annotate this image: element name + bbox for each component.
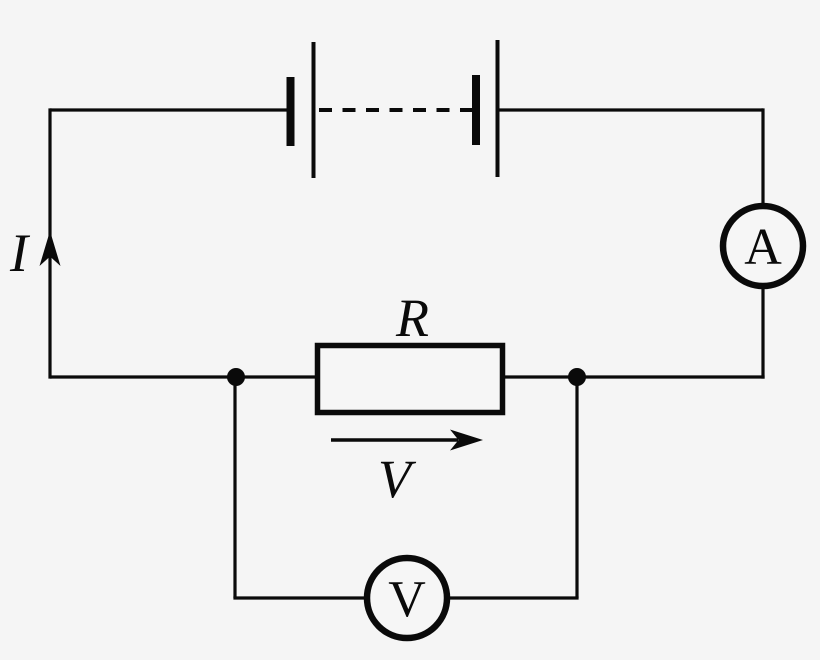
- ammeter: A: [719, 202, 807, 290]
- current-label: I: [9, 223, 31, 283]
- voltmeter-label: V: [388, 571, 426, 628]
- resistor-label: R: [395, 288, 429, 348]
- voltmeter: V: [363, 554, 451, 642]
- voltmeter-circle: [363, 554, 451, 642]
- ammeter-circle: [719, 202, 807, 290]
- junction-dot-right: [568, 368, 586, 386]
- resistor-body: [314, 342, 506, 416]
- voltage-arrowhead-right-icon: [450, 429, 483, 451]
- junction-dot-left: [227, 368, 245, 386]
- resistor: R: [314, 288, 506, 416]
- voltage-label: V: [378, 449, 417, 509]
- voltage-indicator: V: [331, 429, 483, 509]
- ammeter-label: A: [744, 219, 782, 276]
- battery: [286, 40, 500, 178]
- current-indicator: I: [9, 223, 61, 283]
- current-arrowhead-up-icon: [39, 231, 61, 266]
